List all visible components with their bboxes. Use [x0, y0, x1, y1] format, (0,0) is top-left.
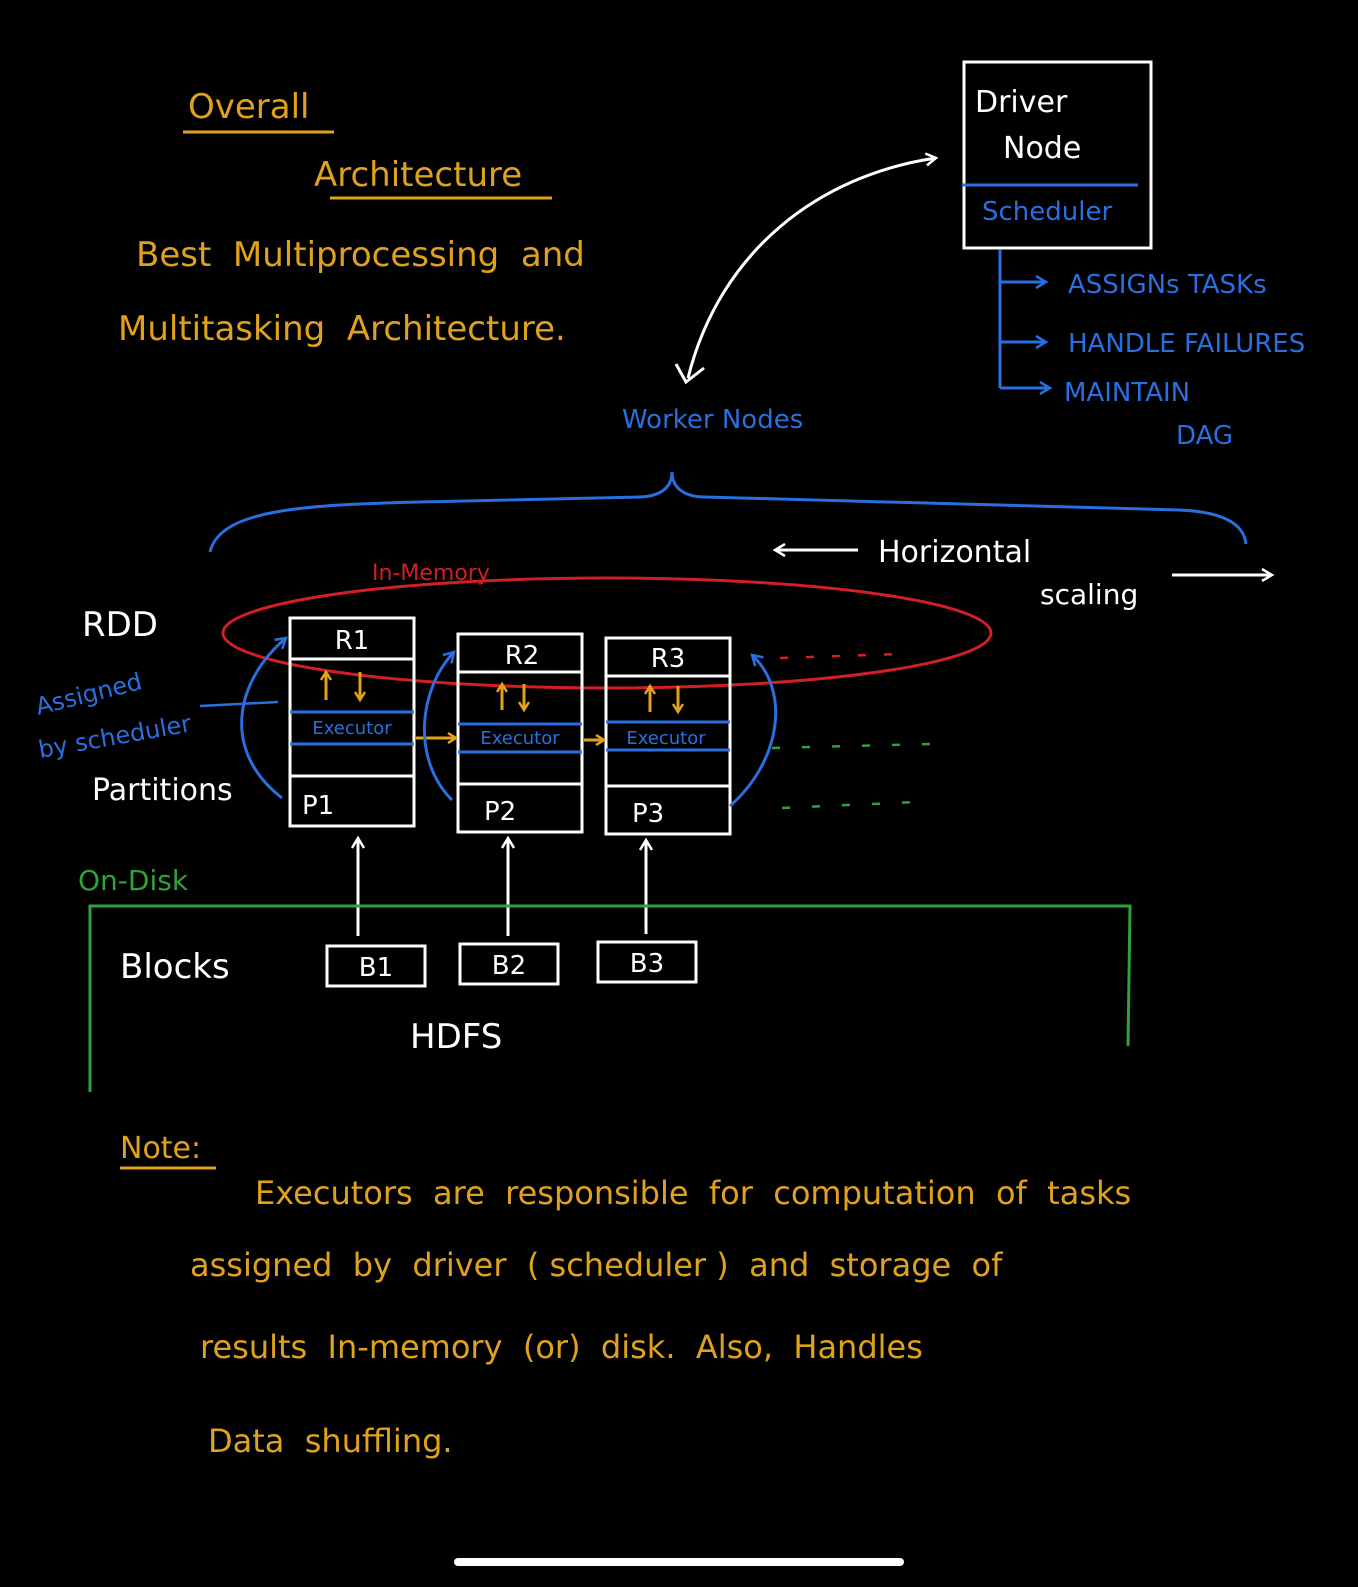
green-extension-dashes-1: [771, 742, 931, 750]
rdd-label-r1: R1: [335, 626, 370, 656]
driver-worker-arrow-tail: [674, 363, 705, 385]
note-line2: assigned by driver ( scheduler ) and sto…: [190, 1246, 1003, 1284]
executor-node-2: R2 Executor P2: [456, 632, 584, 834]
hdfs-label: HDFS: [410, 1017, 502, 1057]
note-label: Note:: [120, 1131, 201, 1166]
assigned-label-line: [199, 700, 279, 708]
task-handle-failures: HANDLE FAILURES: [1068, 329, 1305, 359]
blocks-label: Blocks: [120, 947, 230, 987]
block-box: [458, 942, 560, 986]
worker-nodes-brace: [208, 471, 1248, 553]
block-b2: B2: [458, 942, 560, 986]
rdd-label-r3: R3: [651, 644, 686, 674]
green-extension-dashes-2: [781, 800, 916, 810]
block-label: B1: [359, 953, 393, 983]
block-box: [325, 944, 427, 988]
partition-label-p2: P2: [484, 797, 516, 827]
executor-label: Executor: [312, 718, 392, 739]
partition-label-p3: P3: [632, 799, 664, 829]
driver-node: Driver Node Scheduler: [962, 60, 1153, 250]
rdd-label: RDD: [82, 605, 158, 645]
partition-to-rdd-arrow-3: [729, 655, 778, 808]
horizontal-scaling: Horizontal scaling: [775, 535, 1272, 611]
assigned-label-line1: Assigned: [33, 667, 145, 720]
worker-nodes-label: Worker Nodes: [622, 405, 803, 435]
rdd-label-r2: R2: [505, 641, 540, 671]
block-box: [596, 940, 698, 984]
block-b1: B1: [325, 944, 427, 988]
executor-label: Executor: [626, 728, 706, 749]
scaling-line2: scaling: [1040, 578, 1138, 611]
executor-node-3: R3 Executor P3: [604, 636, 732, 836]
partition-label-p1: P1: [302, 791, 334, 821]
block-b3: B3: [596, 940, 698, 984]
executor-node-1: R1 Executor P1: [288, 616, 416, 828]
in-memory-extension-dots: [779, 652, 901, 660]
partition-to-rdd-arrow-2: [423, 652, 454, 802]
task-dag: DAG: [1176, 421, 1233, 451]
subtitle-line2: Multitasking Architecture.: [118, 309, 566, 349]
driver-label-line2: Node: [1003, 131, 1081, 166]
node-box: [288, 616, 416, 828]
scheduler-label: Scheduler: [982, 197, 1112, 227]
title: Overall Architecture: [183, 87, 552, 200]
note-line3: results In-memory (or) disk. Also, Handl…: [200, 1328, 923, 1366]
task-assigns: ASSIGNs TASKs: [1068, 270, 1267, 300]
note-line1: Executors are responsible for computatio…: [255, 1174, 1131, 1212]
note: Note: Executors are responsible for comp…: [120, 1131, 1131, 1460]
block-label: B2: [492, 951, 526, 981]
partition-to-rdd-arrow-1: [240, 638, 286, 800]
driver-tasks: ASSIGNs TASKs HANDLE FAILURES MAINTAIN D…: [998, 250, 1305, 451]
on-disk-frame: [88, 904, 1132, 1092]
note-line4: Data shuffling.: [208, 1422, 453, 1460]
subtitle-line1: Best Multiprocessing and: [136, 235, 585, 275]
home-indicator[interactable]: [454, 1558, 904, 1566]
task-maintain: MAINTAIN: [1064, 378, 1190, 408]
block-label: B3: [630, 949, 664, 979]
scaling-line1: Horizontal: [878, 535, 1031, 570]
driver-label-line1: Driver: [975, 85, 1068, 120]
title-line2: Architecture: [314, 155, 522, 195]
executor-label: Executor: [480, 728, 560, 749]
on-disk-label: On-Disk: [78, 864, 189, 897]
driver-node-box: [962, 60, 1153, 250]
assigned-label-line2: by scheduler: [36, 709, 193, 763]
title-line1: Overall: [188, 87, 310, 127]
partitions-label: Partitions: [92, 773, 233, 808]
driver-worker-arrow: [686, 158, 936, 379]
